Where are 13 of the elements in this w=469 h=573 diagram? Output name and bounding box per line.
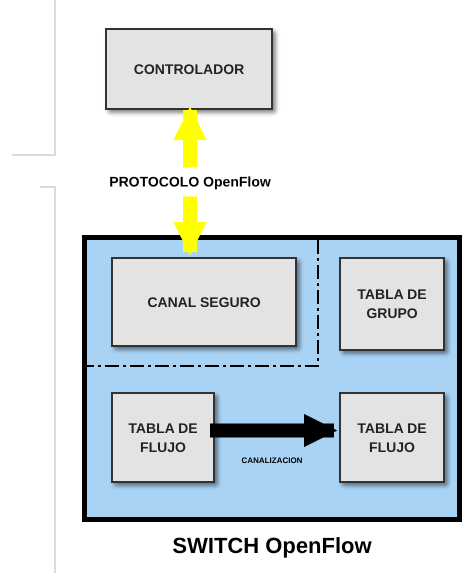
switch-title: SWITCH OpenFlow	[172, 532, 372, 560]
box-label: CONTROLADOR	[132, 60, 246, 78]
box-label: TABLA DE FLUJO	[356, 418, 428, 456]
table-box	[111, 392, 215, 483]
box-label: TABLA DE FLUJO	[127, 418, 199, 456]
table-box	[111, 257, 297, 347]
controller-box	[105, 28, 273, 110]
flow-arrow	[210, 414, 338, 448]
box-label: CANAL SEGURO	[146, 292, 262, 312]
table-box	[339, 257, 445, 351]
box-label: TABLA DE GRUPO	[356, 285, 428, 323]
table-box	[339, 392, 445, 483]
double-arrow	[173, 106, 207, 256]
